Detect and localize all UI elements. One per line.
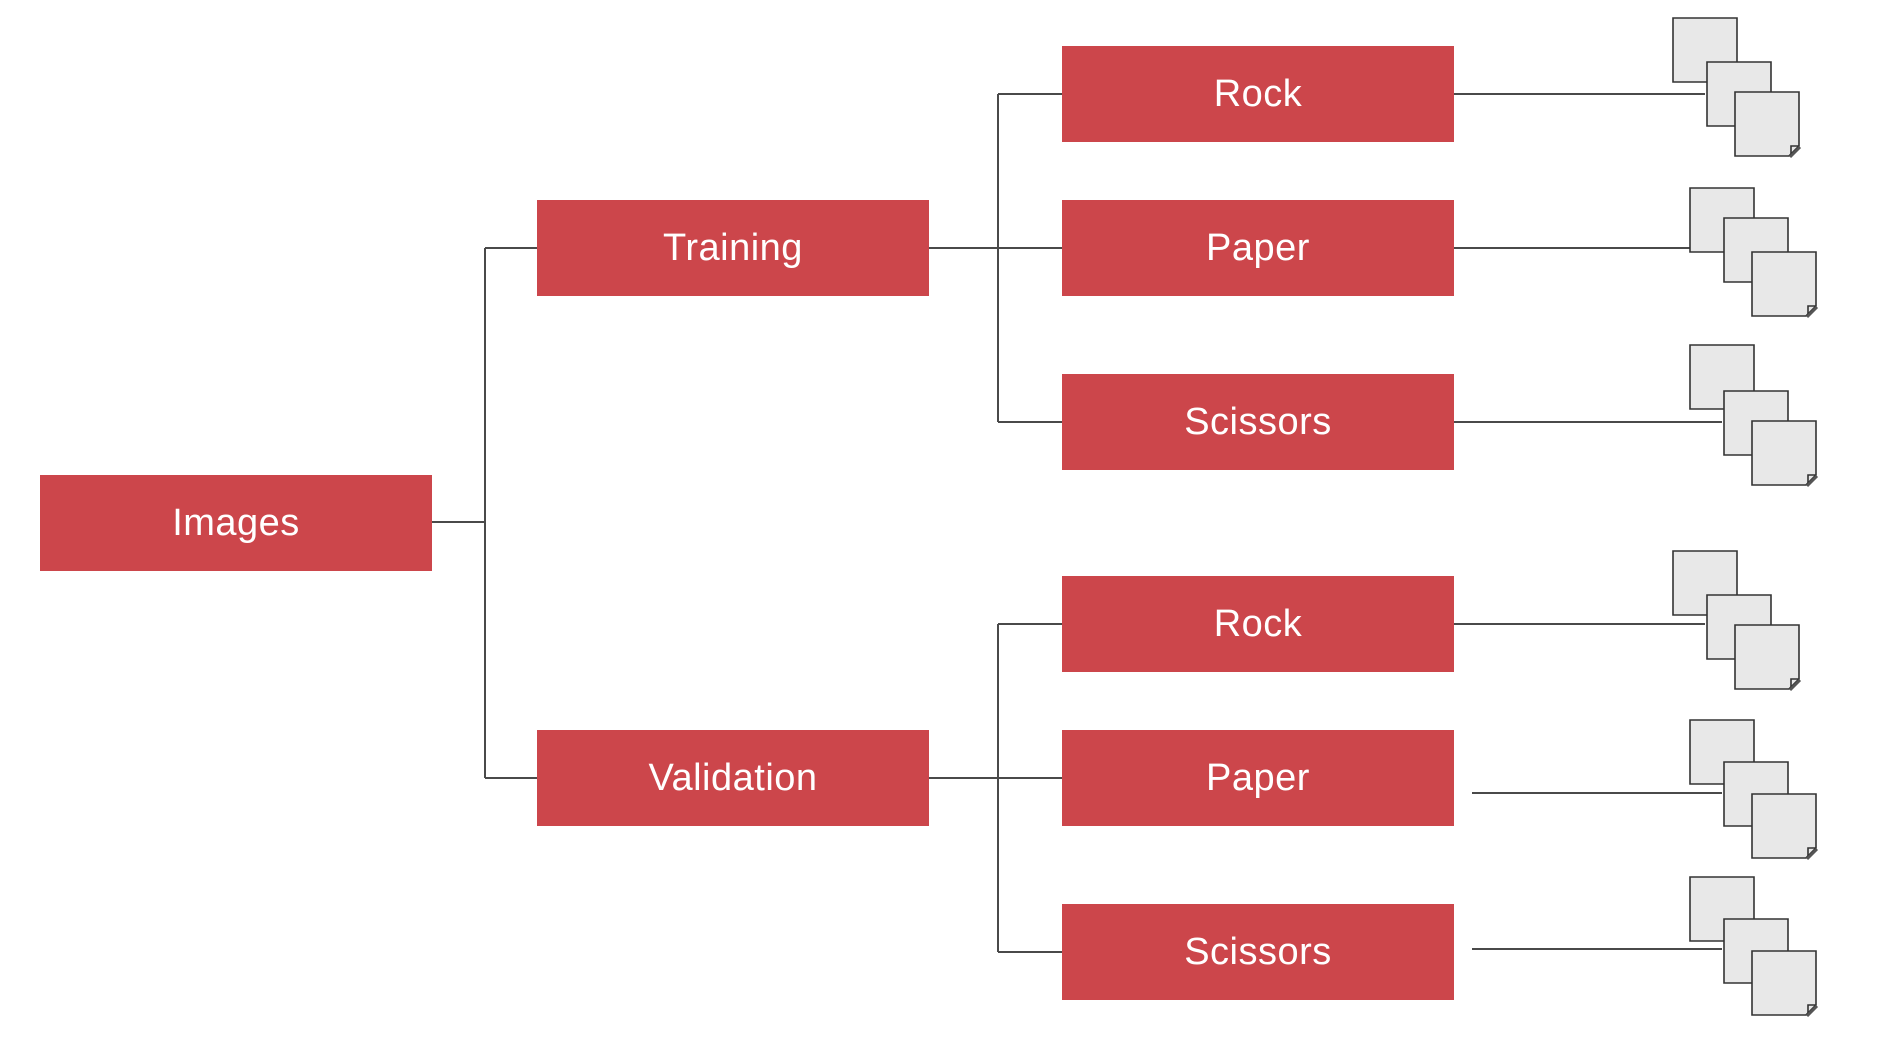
- file-stack-icon: [1688, 718, 1819, 861]
- class-node-training-scissors: Scissors: [1062, 374, 1454, 470]
- node-label: Rock: [1213, 72, 1303, 115]
- node-label: Scissors: [1184, 400, 1332, 443]
- split-node-training: Training: [537, 200, 929, 296]
- class-node-training-paper: Paper: [1062, 200, 1454, 296]
- file-stack-icon: [1671, 549, 1802, 692]
- node-label: Paper: [1206, 756, 1310, 799]
- file-stack-icon: [1671, 16, 1802, 159]
- file-stack-icon: [1688, 186, 1819, 319]
- node-label: Scissors: [1184, 930, 1332, 973]
- file-stack-icon: [1688, 875, 1819, 1018]
- node-label: Training: [663, 226, 803, 269]
- node-label: Validation: [648, 756, 818, 799]
- root-node-images: Images: [40, 475, 432, 571]
- class-node-validation-scissors: Scissors: [1062, 904, 1454, 1000]
- file-stack-icon: [1688, 343, 1819, 488]
- node-label: Rock: [1213, 602, 1303, 645]
- node-label: Paper: [1206, 226, 1310, 269]
- split-node-validation: Validation: [537, 730, 929, 826]
- class-node-validation-paper: Paper: [1062, 730, 1454, 826]
- class-node-training-rock: Rock: [1062, 46, 1454, 142]
- node-label: Images: [172, 501, 300, 544]
- class-node-validation-rock: Rock: [1062, 576, 1454, 672]
